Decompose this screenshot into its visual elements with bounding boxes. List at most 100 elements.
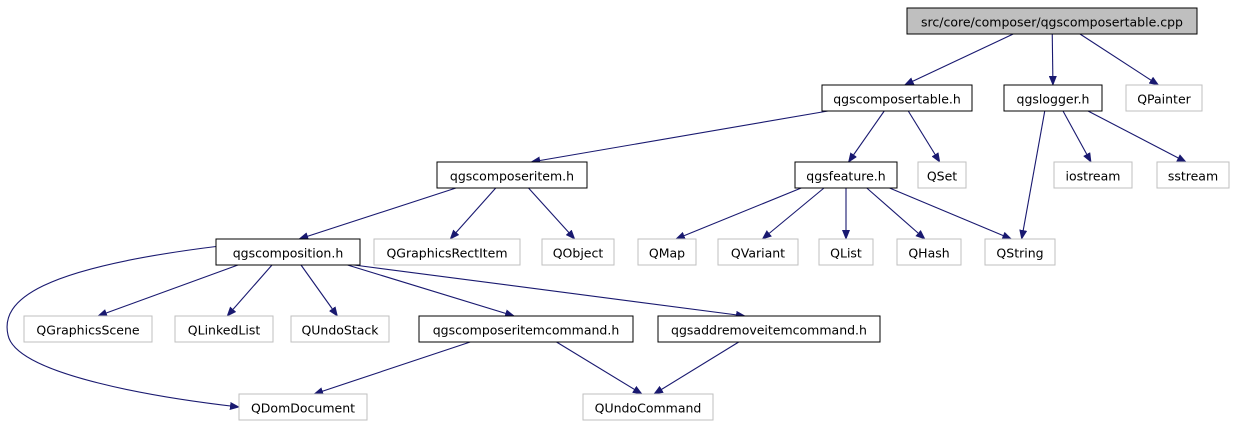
edge-qgscomposeritem_h-to-qgscomposition_h <box>298 187 457 241</box>
edge-qgscomposition_h-to-qundostack <box>300 264 338 317</box>
node-qmap: QMap <box>637 238 697 266</box>
node-qset: QSet <box>917 161 967 189</box>
node-label: QList <box>830 246 862 261</box>
node-qlist: QList <box>818 238 874 266</box>
node-label: qgscomposeritemcommand.h <box>433 323 620 338</box>
node-qgsaddremoveitemcommand-h[interactable]: qgsaddremoveitemcommand.h <box>657 315 881 343</box>
edge-qgslogger_h-to-qstring <box>1019 110 1046 240</box>
nodes-layer: src/core/composer/qgscomposertable.cpp qg… <box>23 7 1230 421</box>
edge-qgscomposeritem_h-to-qobject <box>528 187 576 240</box>
node-box <box>1003 84 1103 112</box>
node-box <box>215 238 361 266</box>
node-qobject: QObject <box>541 238 615 266</box>
node-label: qgscomposeritem.h <box>450 169 574 184</box>
node-box <box>896 238 962 266</box>
node-box <box>794 161 898 189</box>
node-label: qgsfeature.h <box>806 169 885 184</box>
node-box <box>717 238 799 266</box>
node-box <box>290 315 390 343</box>
edge-qgsfeature_h-to-qmap <box>675 187 802 240</box>
node-label: qgscomposition.h <box>233 246 344 261</box>
node-qgscomposeritemcommand-h[interactable]: qgscomposeritemcommand.h <box>418 315 634 343</box>
edge-qgscomposition_h-to-qgsaddremoveitemcommand_h <box>353 264 746 319</box>
edge-qgscomposition_h-to-qlinkedlist <box>226 264 273 317</box>
node-box <box>1053 161 1133 189</box>
node-label: QSet <box>927 169 957 184</box>
node-label: QGraphicsRectItem <box>386 246 507 261</box>
edge-qgscomposition_h-to-qgscomposeritemcommand_h <box>347 264 516 318</box>
node-qgraphicsrectitem: QGraphicsRectItem <box>373 238 521 266</box>
node-box <box>917 161 967 189</box>
edge-qgslogger_h-to-iostream <box>1062 110 1092 163</box>
node-box <box>657 315 881 343</box>
edge-qgscomposeritem_h-to-qgraphicsrectitem <box>449 187 497 240</box>
node-label: iostream <box>1066 169 1121 184</box>
edges-layer <box>6 33 1187 410</box>
node-box <box>984 238 1056 266</box>
node-label: QHash <box>908 246 949 261</box>
node-label: QObject <box>553 246 604 261</box>
edge-qgscomposertable_h-to-qgsfeature_h <box>847 110 885 163</box>
node-label: QDomDocument <box>251 401 355 416</box>
node-box <box>541 238 615 266</box>
node-label: QString <box>996 246 1043 261</box>
node-label: QGraphicsScene <box>36 323 139 338</box>
node-box <box>582 393 714 421</box>
edge-qgscomposeritemcommand_h-to-qundocommand <box>556 341 643 395</box>
node-qgscomposertable-h[interactable]: qgscomposertable.h <box>821 84 973 112</box>
node-label: QVariant <box>731 246 785 261</box>
node-box <box>906 7 1198 35</box>
edge-qgsaddremoveitemcommand_h-to-qundocommand <box>653 341 740 395</box>
edge-qgslogger_h-to-sstream <box>1087 110 1187 163</box>
node-label: QUndoCommand <box>595 401 702 416</box>
node-qgsfeature-h[interactable]: qgsfeature.h <box>794 161 898 189</box>
node-box <box>1156 161 1230 189</box>
node-qgscomposition-h[interactable]: qgscomposition.h <box>215 238 361 266</box>
edge-root-to-qgslogger_h <box>1048 33 1057 86</box>
node-qgraphicsscene: QGraphicsScene <box>23 315 153 343</box>
node-qvariant: QVariant <box>717 238 799 266</box>
edge-qgsfeature_h-to-qvariant <box>761 187 825 240</box>
node-label: qgsaddremoveitemcommand.h <box>671 323 867 338</box>
edge-qgscomposition_h-to-qgraphicsscene <box>97 264 239 317</box>
node-box <box>818 238 874 266</box>
node-label: QLinkedList <box>188 323 261 338</box>
node-label: QPainter <box>1137 92 1191 107</box>
node-label: src/core/composer/qgscomposertable.cpp <box>921 15 1183 30</box>
node-box <box>238 393 368 421</box>
edge-root-to-qgscomposertable_h <box>903 33 1014 86</box>
node-label: sstream <box>1168 169 1218 184</box>
node-box <box>637 238 697 266</box>
node-box <box>436 161 588 189</box>
node-box <box>373 238 521 266</box>
node-qgslogger-h[interactable]: qgslogger.h <box>1003 84 1103 112</box>
node-qundocommand: QUndoCommand <box>582 393 714 421</box>
node-sstream: sstream <box>1156 161 1230 189</box>
edge-qgscomposeritemcommand_h-to-qdomdocument <box>313 341 471 395</box>
edge-qgsfeature_h-to-qhash <box>866 187 926 240</box>
node-qundostack: QUndoStack <box>290 315 390 343</box>
node-label: qgscomposertable.h <box>833 92 961 107</box>
edge-qgscomposition_h-to-qdomdocument <box>6 245 240 410</box>
node-qgscomposeritem-h[interactable]: qgscomposeritem.h <box>436 161 588 189</box>
node-box <box>1125 84 1203 112</box>
node-iostream: iostream <box>1053 161 1133 189</box>
edge-root-to-qpainter <box>1079 33 1160 86</box>
node-qpainter: QPainter <box>1125 84 1203 112</box>
edge-qgscomposertable_h-to-qset <box>907 110 941 163</box>
node-root[interactable]: src/core/composer/qgscomposertable.cpp <box>906 7 1198 35</box>
edge-qgscomposertable_h-to-qgscomposeritem_h <box>530 110 829 165</box>
node-box <box>418 315 634 343</box>
node-box <box>821 84 973 112</box>
edge-qgsfeature_h-to-qstring <box>889 187 1013 240</box>
node-label: QMap <box>649 246 685 261</box>
node-qdomdocument: QDomDocument <box>238 393 368 421</box>
node-box <box>23 315 153 343</box>
node-qhash: QHash <box>896 238 962 266</box>
node-label: QUndoStack <box>301 323 379 338</box>
node-qlinkedlist: QLinkedList <box>174 315 274 343</box>
node-qstring: QString <box>984 238 1056 266</box>
node-label: qgslogger.h <box>1017 92 1090 107</box>
node-box <box>174 315 274 343</box>
